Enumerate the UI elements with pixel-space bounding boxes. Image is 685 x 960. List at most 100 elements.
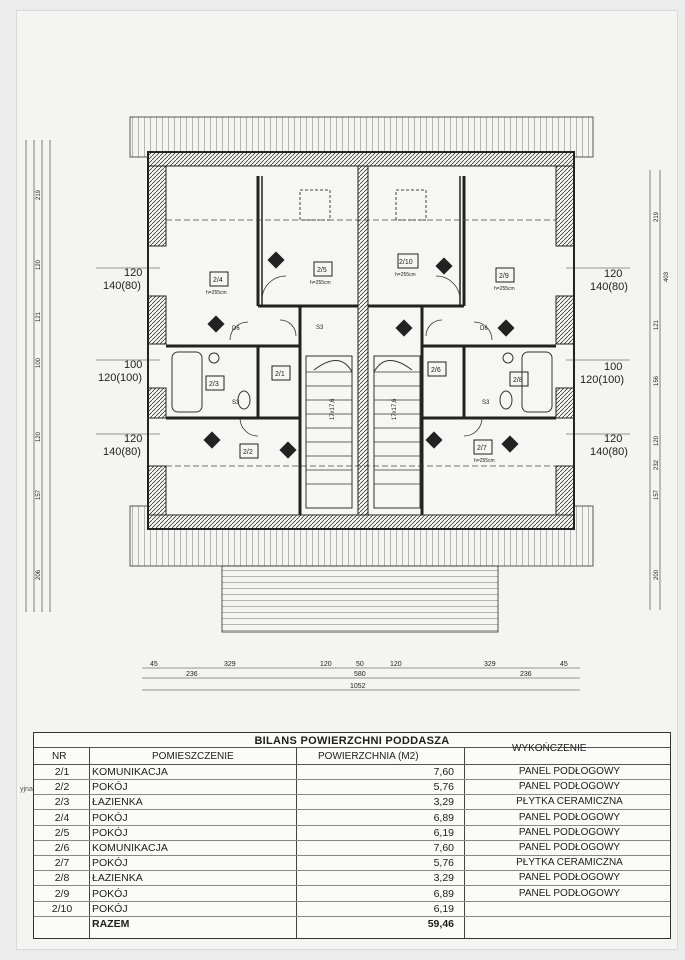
svg-text:45: 45 (150, 661, 158, 668)
svg-text:S3: S3 (439, 265, 447, 271)
svg-text:157: 157 (654, 489, 660, 500)
svg-text:232: 232 (654, 459, 660, 470)
svg-text:100: 100 (36, 357, 42, 368)
win-dim-tr-1: 120 (604, 268, 622, 280)
svg-text:156: 156 (654, 375, 660, 386)
row-room: POKÓJ (92, 902, 128, 915)
svg-text:236: 236 (520, 671, 532, 678)
row-finish: PANEL PODŁOGOWY (518, 826, 621, 838)
room-label-2-5: 2/5 (317, 267, 327, 274)
win-dim-tr-2: 140(80) (590, 281, 628, 293)
header-finish: WYKOŃCZENIE (512, 743, 587, 754)
header-area: POWIERZCHNIA (M2) (318, 751, 419, 762)
row-room: POKÓJ (92, 887, 128, 900)
svg-text:120: 120 (390, 661, 402, 668)
win-dim-bl-1: 120 (124, 433, 142, 445)
row-area: 3,29 (433, 872, 454, 885)
table-title: BILANS POWIERZCHNI PODDASZA (254, 735, 450, 747)
svg-text:329: 329 (224, 661, 236, 668)
win-dim-mr-1: 100 (604, 361, 622, 373)
svg-text:50: 50 (356, 661, 364, 668)
row-nr: 2/4 (54, 811, 70, 824)
svg-text:157: 157 (36, 489, 42, 500)
row-area: 7,60 (433, 842, 454, 854)
row-finish: PŁYTKA CERAMICZNA (516, 857, 623, 869)
row-finish: PANEL PODŁOGOWY (518, 872, 621, 884)
svg-text:120: 120 (654, 435, 660, 446)
room-label-2-3: 2/3 (209, 381, 219, 388)
row-area: 7,60 (433, 766, 454, 778)
svg-text:h=255cm: h=255cm (494, 286, 515, 292)
row-nr: 2/10 (51, 902, 73, 915)
svg-text:120: 120 (320, 661, 332, 668)
win-dim-mr-2: 120(100) (580, 374, 624, 386)
row-area: 6,19 (433, 902, 454, 915)
row-finish: PANEL PODŁOGOWY (518, 811, 621, 823)
room-label-2-2: 2/2 (243, 449, 253, 456)
win-dim-ml-2: 120(100) (98, 372, 142, 384)
win-dim-br-2: 140(80) (590, 446, 628, 458)
svg-text:219: 219 (36, 189, 42, 200)
row-room: KOMUNIKACJA (92, 766, 168, 778)
area-balance-table: BILANS POWIERZCHNI PODDASZA NR POMIESZCZ… (33, 732, 671, 939)
row-room: KOMUNIKACJA (92, 842, 168, 854)
svg-text:h=255cm: h=255cm (395, 272, 416, 278)
svg-text:h=255cm: h=255cm (474, 458, 495, 464)
row-area: 6,89 (433, 887, 454, 900)
svg-text:h=255cm: h=255cm (310, 280, 331, 286)
total-width: 1052 (350, 683, 366, 690)
row-area: 5,76 (433, 857, 454, 870)
row-finish: PANEL PODŁOGOWY (518, 781, 621, 793)
row-room: POKÓJ (92, 781, 128, 794)
floor-plan: 2/4 2/5 2/10 2/9 2/3 2/1 2/6 2/8 2/2 2/7… (25, 116, 670, 691)
svg-text:S3: S3 (482, 400, 490, 406)
win-dim-br-1: 120 (604, 433, 622, 445)
svg-text:580: 580 (354, 671, 366, 678)
row-room: POKÓJ (92, 811, 128, 824)
svg-text:121: 121 (36, 311, 42, 322)
terrace-hatch (221, 565, 499, 633)
svg-text:121: 121 (654, 319, 660, 330)
total-area: 59,46 (427, 918, 454, 930)
room-label-2-1: 2/1 (275, 371, 285, 378)
row-area: 6,89 (433, 811, 454, 824)
row-nr: 2/1 (54, 766, 70, 778)
roof-top-hatch (129, 116, 594, 158)
room-label-2-6: 2/6 (431, 367, 441, 374)
svg-text:D6: D6 (232, 326, 240, 332)
row-nr: 2/7 (54, 857, 70, 870)
row-nr: 2/2 (54, 781, 70, 794)
row-nr: 2/6 (54, 842, 70, 854)
svg-text:120: 120 (36, 431, 42, 442)
win-dim-tl-2: 140(80) (103, 280, 141, 292)
svg-text:D6: D6 (480, 326, 488, 332)
header-nr: NR (52, 751, 67, 762)
total-label: RAZEM (92, 918, 130, 930)
row-area: 6,19 (433, 826, 454, 839)
room-label-2-8: 2/8 (513, 377, 523, 384)
svg-text:45: 45 (560, 661, 568, 668)
room-label-2-9: 2/9 (499, 273, 509, 280)
svg-text:200: 200 (654, 569, 660, 580)
header-room: POMIESZCZENIE (152, 751, 234, 762)
row-finish: PANEL PODŁOGOWY (518, 766, 621, 777)
row-room: POKÓJ (92, 826, 128, 839)
side-note: yjna (20, 786, 33, 793)
row-room: ŁAZIENKA (92, 796, 143, 809)
room-label-2-10: 2/10 (399, 259, 413, 266)
room-label-2-7: 2/7 (477, 445, 487, 452)
svg-text:S3: S3 (271, 259, 279, 265)
row-finish: PANEL PODŁOGOWY (518, 842, 621, 853)
row-area: 3,29 (433, 796, 454, 809)
row-room: ŁAZIENKA (92, 872, 143, 885)
row-area: 5,76 (433, 781, 454, 794)
row-finish: PŁYTKA CERAMICZNA (516, 796, 623, 808)
svg-text:403: 403 (664, 271, 670, 282)
win-dim-bl-2: 140(80) (103, 446, 141, 458)
svg-text:D4: D4 (399, 327, 407, 333)
room-label-2-4: 2/4 (213, 277, 223, 284)
row-nr: 2/5 (54, 826, 70, 839)
svg-text:h=255cm: h=255cm (206, 290, 227, 296)
row-nr: 2/9 (54, 887, 70, 900)
